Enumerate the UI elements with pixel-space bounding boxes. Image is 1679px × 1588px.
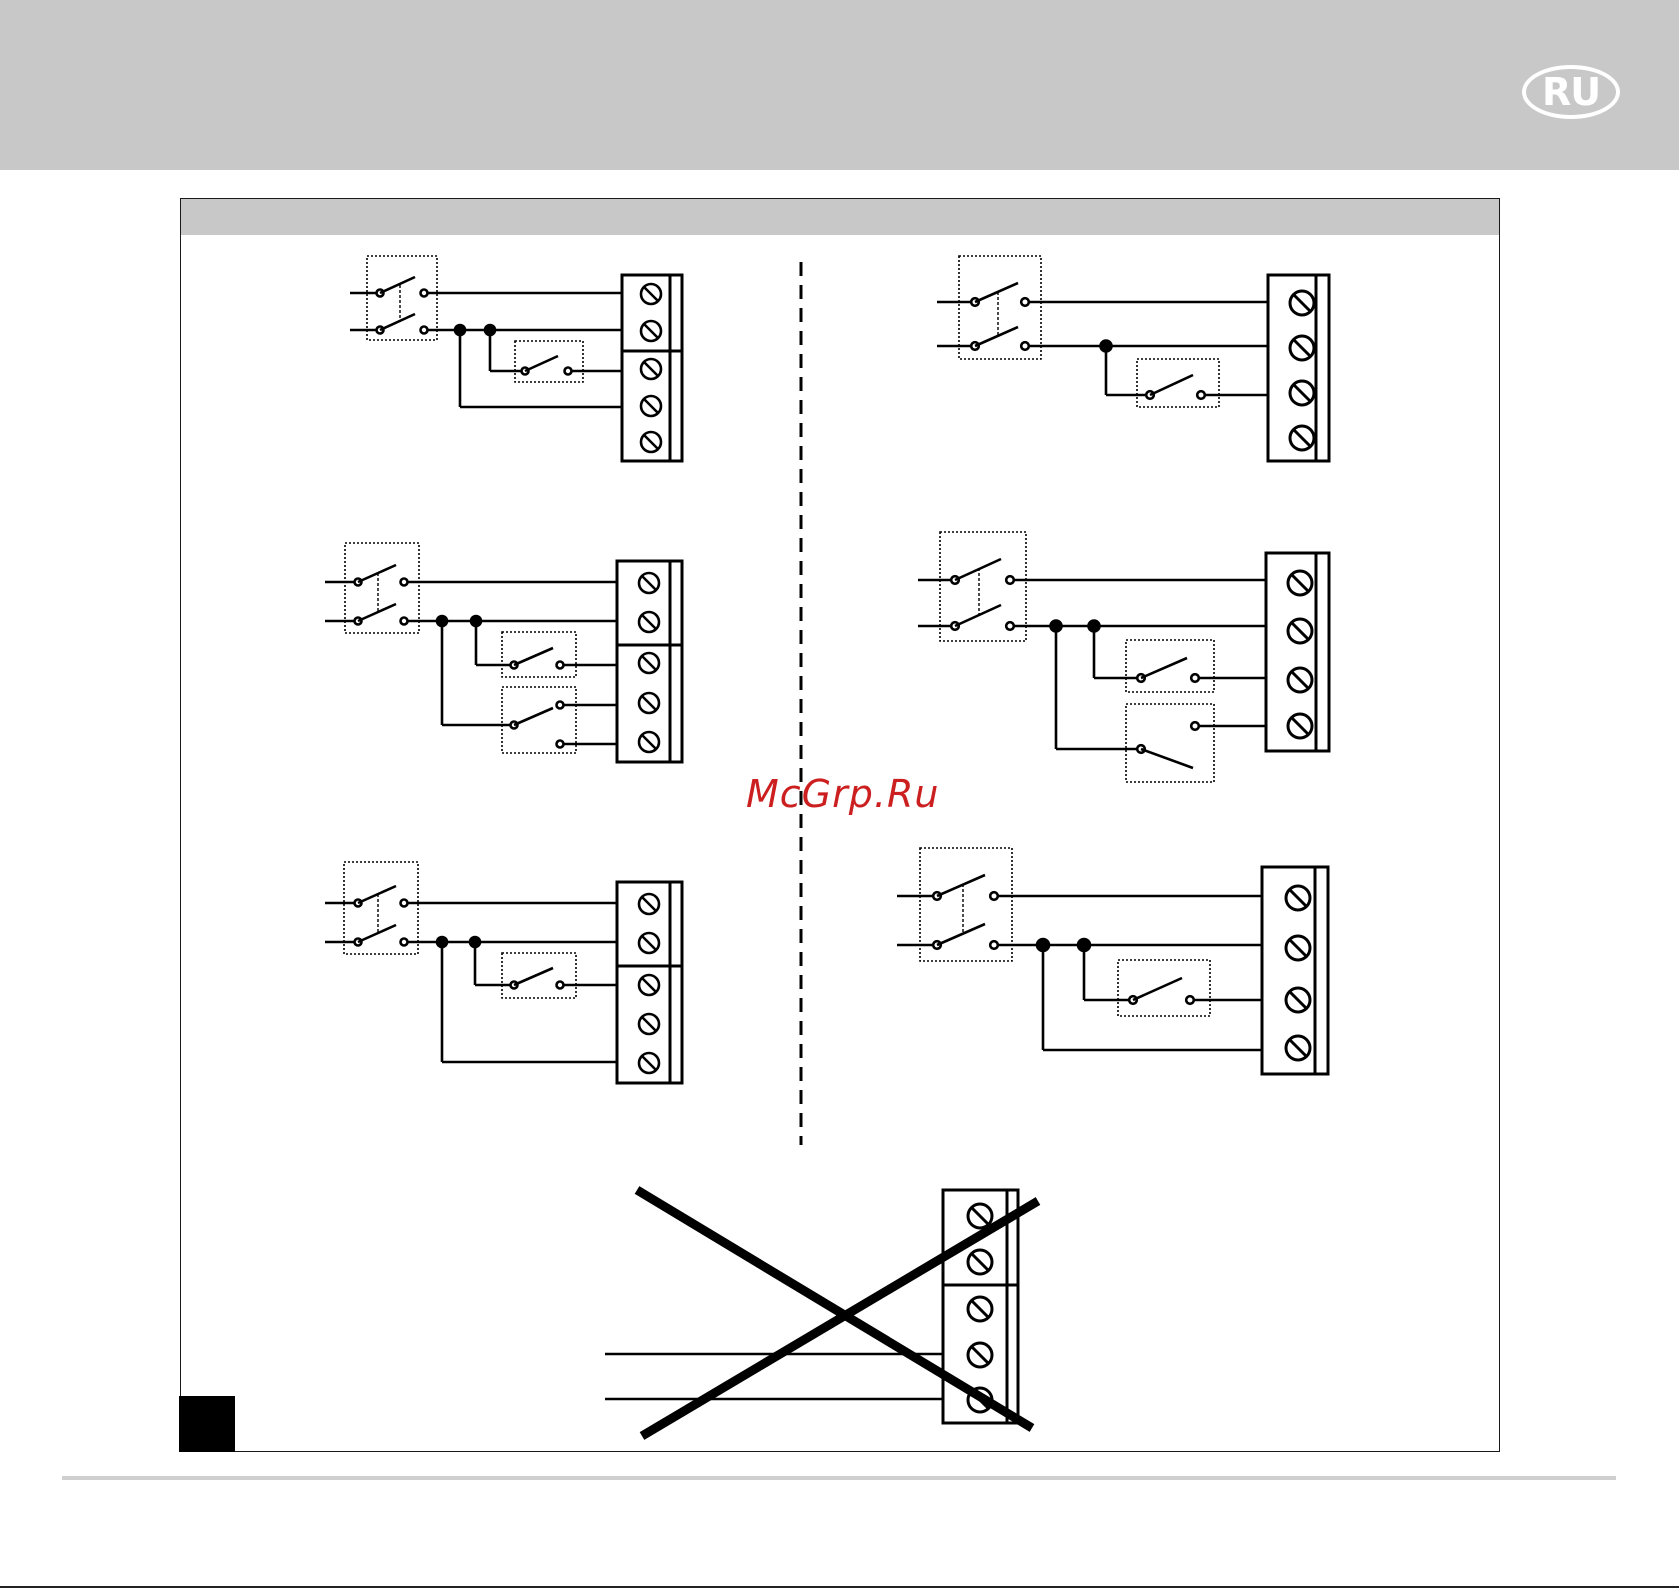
diagram-left-middle (325, 543, 682, 762)
diagram-left-top (350, 256, 682, 461)
diagram-right-middle (918, 532, 1329, 782)
diagram-left-bottom (325, 862, 682, 1083)
footer-rule (62, 1476, 1616, 1480)
diagram-incorrect-wiring (605, 1190, 1038, 1436)
watermark-text: McGrp.Ru (746, 772, 939, 816)
diagram-right-bottom (897, 848, 1328, 1074)
diagram-right-top (937, 256, 1329, 461)
